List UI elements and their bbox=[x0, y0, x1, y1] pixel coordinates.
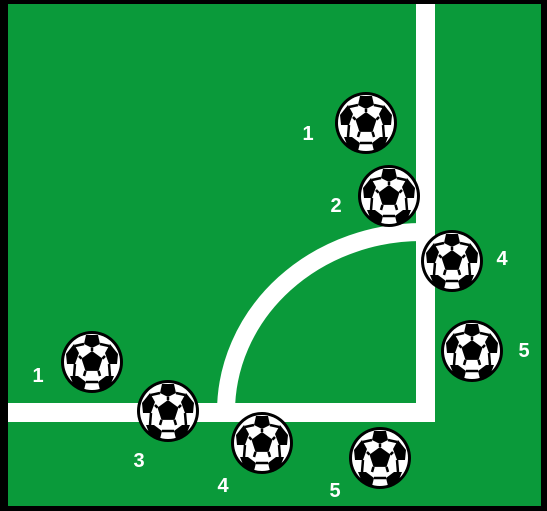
soccer-ball-icon bbox=[137, 380, 199, 442]
soccer-ball-icon bbox=[231, 412, 293, 474]
soccer-ball-icon bbox=[349, 427, 411, 489]
ball-position-label: 1 bbox=[32, 365, 43, 387]
ball-position-label: 1 bbox=[302, 123, 313, 145]
ball-position-label: 3 bbox=[133, 450, 144, 472]
ball-position-label: 5 bbox=[518, 340, 529, 362]
soccer-ball-icon bbox=[335, 92, 397, 154]
touchline bbox=[416, 4, 435, 422]
ball-position-label: 4 bbox=[496, 248, 508, 270]
soccer-ball-icon bbox=[61, 331, 123, 393]
soccer-ball-icon bbox=[441, 320, 503, 382]
ball-position-label: 2 bbox=[330, 195, 341, 217]
soccer-ball-icon bbox=[421, 230, 483, 292]
ball-position-label: 4 bbox=[217, 475, 229, 497]
soccer-ball-icon bbox=[358, 165, 420, 227]
ball-position-label: 5 bbox=[329, 480, 340, 502]
